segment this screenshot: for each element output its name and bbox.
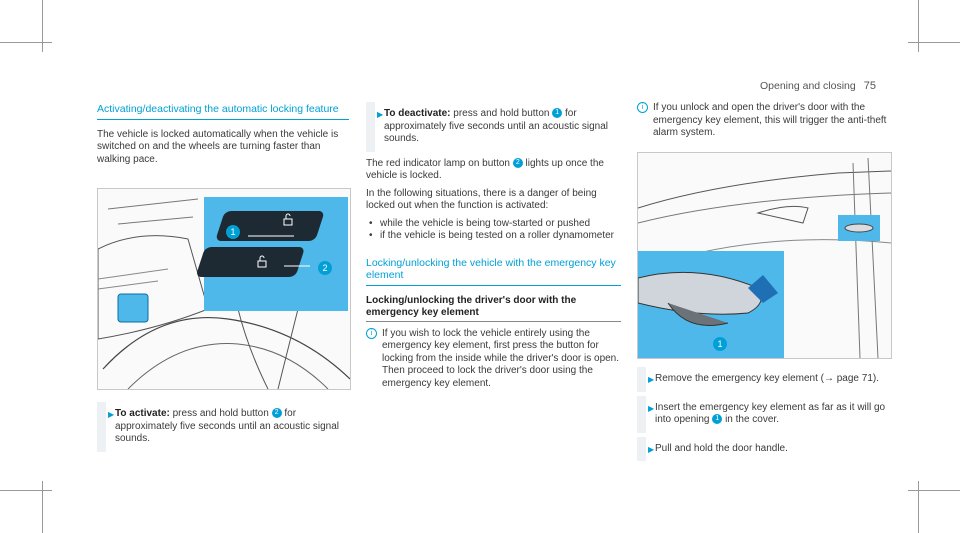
callout-badge-icon: 1 bbox=[712, 414, 723, 425]
dashboard-illustration bbox=[98, 197, 350, 389]
info-icon: i bbox=[637, 102, 648, 113]
info-note: i If you wish to lock the vehicle entire… bbox=[366, 327, 621, 391]
callout-badge-icon: 2 bbox=[271, 408, 282, 419]
paragraph: In the following situations, there is a … bbox=[366, 187, 597, 212]
crop-mark bbox=[0, 490, 52, 491]
arrow-step-icon: ▶ bbox=[377, 110, 384, 119]
unlock-icon bbox=[257, 255, 267, 268]
crop-mark bbox=[908, 42, 960, 43]
section-heading: Activating/deactivating the automatic lo… bbox=[97, 103, 349, 120]
step-text: Remove the emergency key element (→ page… bbox=[655, 373, 879, 384]
callout-badge-icon: 2 bbox=[512, 157, 523, 168]
list-item: if the vehicle is being tested on a roll… bbox=[366, 230, 621, 243]
callout-badge-icon: 1 bbox=[713, 337, 727, 351]
note-text: If you wish to lock the vehicle entirely… bbox=[382, 327, 620, 389]
instruction-step: ▶ Remove the emergency key element (→ pa… bbox=[637, 367, 890, 392]
intro-paragraph: The vehicle is locked automatically when… bbox=[97, 128, 339, 165]
arrow-step-icon: ▶ bbox=[648, 375, 655, 384]
instruction-step: ▶ Pull and hold the door handle. bbox=[637, 436, 890, 462]
info-note: i If you unlock and open the driver's do… bbox=[637, 102, 890, 140]
step-text: press and hold button bbox=[453, 108, 550, 119]
instruction-step: ▶ To deactivate: press and hold button 1… bbox=[366, 102, 621, 152]
step-text: for approximately five seconds until an … bbox=[384, 108, 609, 144]
paragraph: The red indicator lamp on button 2 light… bbox=[366, 158, 621, 183]
list-item: while the vehicle is being tow-started o… bbox=[366, 218, 621, 231]
step-text: in the cover. bbox=[725, 414, 779, 425]
info-icon: i bbox=[366, 327, 377, 339]
step-text: press and hold button bbox=[172, 408, 269, 419]
crop-mark bbox=[42, 0, 43, 52]
lock-icon bbox=[283, 213, 293, 226]
sub-heading: Locking/unlocking the driver's door with… bbox=[366, 295, 621, 322]
right-steps: ▶ Remove the emergency key element (→ pa… bbox=[637, 367, 890, 461]
instruction-step: ▶ To activate: press and hold button 2 f… bbox=[97, 402, 349, 452]
paragraph-text: lights up once the vehicle is locked. bbox=[366, 157, 604, 182]
step-label: To deactivate: bbox=[384, 108, 451, 119]
instruction-step: ▶ Insert the emergency key element as fa… bbox=[637, 395, 890, 433]
step-text: Insert the emergency key element as far … bbox=[655, 401, 886, 426]
page-number: 75 bbox=[863, 80, 876, 92]
arrow-step-icon: ▶ bbox=[648, 403, 655, 413]
door-illustration bbox=[638, 157, 891, 358]
step-text: Pull and hold the door handle. bbox=[655, 442, 788, 454]
left-steps: ▶ To activate: press and hold button 2 f… bbox=[97, 402, 349, 452]
step-text: for approximately five seconds until an … bbox=[115, 408, 340, 444]
paragraph-text: The red indicator lamp on button bbox=[366, 157, 510, 169]
crop-mark bbox=[42, 481, 43, 533]
callout-badge-icon: 2 bbox=[318, 261, 332, 275]
arrow-step-icon: ▶ bbox=[108, 410, 115, 419]
section-heading: Locking/unlocking the vehicle with the e… bbox=[366, 257, 621, 286]
right-column: i If you unlock and open the driver's do… bbox=[637, 102, 890, 140]
callout-badge-icon: 1 bbox=[552, 108, 563, 119]
crop-mark bbox=[908, 490, 960, 491]
middle-column: ▶ To deactivate: press and hold button 1… bbox=[366, 102, 621, 390]
callout-badge-icon: 1 bbox=[226, 225, 240, 239]
note-text: If you unlock and open the driver's door… bbox=[653, 102, 887, 138]
dashboard-figure: 1 2 bbox=[97, 188, 351, 390]
crop-mark bbox=[918, 0, 919, 52]
page-header: Opening and closing 75 bbox=[760, 80, 876, 92]
crop-mark bbox=[0, 42, 52, 43]
section-title: Opening and closing bbox=[760, 80, 856, 92]
left-column: Activating/deactivating the automatic lo… bbox=[97, 103, 349, 171]
arrow-step-icon: ▶ bbox=[648, 444, 655, 454]
door-handle-figure: 1 bbox=[637, 152, 892, 359]
crop-mark bbox=[918, 481, 919, 533]
bullet-list: while the vehicle is being tow-started o… bbox=[366, 218, 621, 243]
step-label: To activate: bbox=[115, 408, 170, 419]
